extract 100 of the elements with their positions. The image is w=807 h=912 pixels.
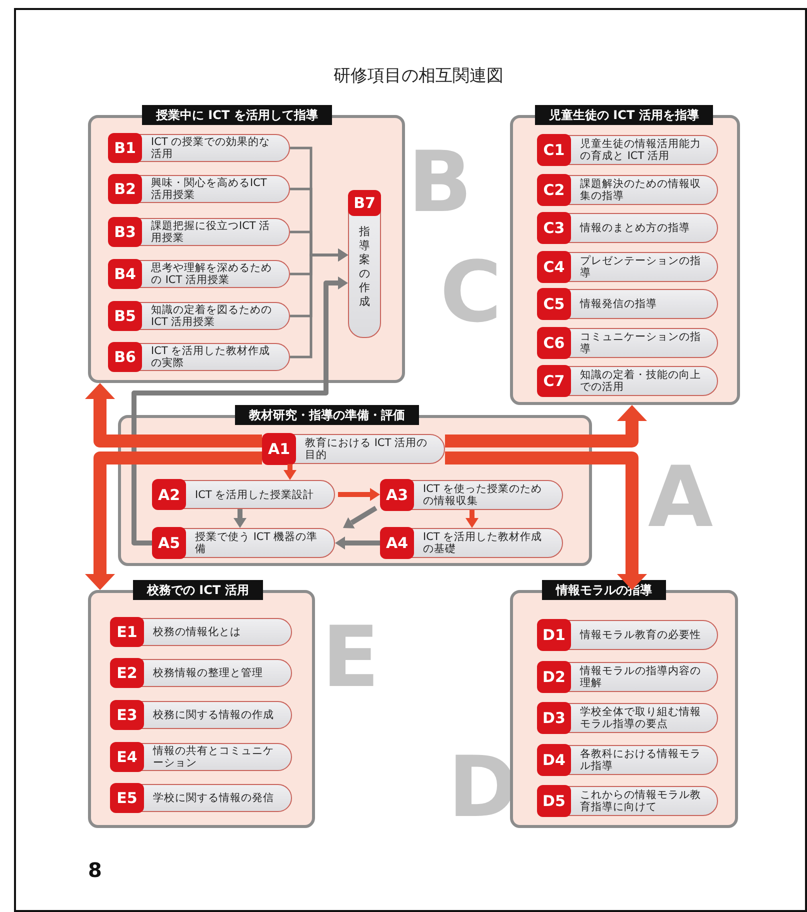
group-heading: 児童生徒の ICT 活用を指導 xyxy=(535,105,713,125)
topic-box xyxy=(537,175,718,205)
topic-box xyxy=(537,366,718,396)
topic-box xyxy=(537,703,718,733)
topic-box xyxy=(537,745,718,775)
topic-badge: B4 xyxy=(108,259,142,289)
group-heading: 教材研究・指導の準備・評価 xyxy=(235,405,419,425)
bracket-arrow xyxy=(290,248,348,358)
topic-badge: D1 xyxy=(537,619,571,651)
topic-box xyxy=(110,743,292,771)
topic-box xyxy=(537,328,718,358)
topic-box xyxy=(537,786,718,816)
topic-box xyxy=(110,701,292,729)
group-heading: 授業中に ICT を活用して指導 xyxy=(142,105,332,125)
topic-badge: D5 xyxy=(537,785,571,817)
topic-badge: D2 xyxy=(537,661,571,693)
topic-badge: B1 xyxy=(108,133,142,163)
topic-box xyxy=(108,134,290,162)
arrow xyxy=(85,383,262,448)
topic-box xyxy=(262,434,445,464)
topic-box xyxy=(537,289,718,319)
topic-box xyxy=(537,252,718,282)
topic-box xyxy=(108,218,290,246)
group-heading: 校務での ICT 活用 xyxy=(133,580,263,600)
topic-box xyxy=(108,175,290,203)
topic-badge: E4 xyxy=(110,742,144,772)
topic-badge: C2 xyxy=(537,174,571,206)
topic-badge: C3 xyxy=(537,212,571,244)
arrow xyxy=(343,506,378,528)
topic-text: 校務に関する情報の作成 xyxy=(153,709,275,721)
topic-text: ICT を活用した教材作成の基礎 xyxy=(423,531,544,555)
arrow xyxy=(85,452,262,590)
topic-text: 課題把握に役立つICT 活用授業 xyxy=(151,220,272,244)
topic-text: 学校に関する情報の発信 xyxy=(153,792,275,804)
topic-box xyxy=(380,528,563,558)
topic-box xyxy=(110,618,292,646)
topic-badge: B7 xyxy=(348,190,381,216)
topic-text: 児童生徒の情報活用能力の育成と ICT 活用 xyxy=(580,138,702,162)
topic-badge: C6 xyxy=(537,327,571,359)
topic-badge: B3 xyxy=(108,217,142,247)
topic-text: 学校全体で取り組む情報モラル指導の要点 xyxy=(580,706,702,730)
topic-badge: E5 xyxy=(110,783,144,813)
topic-badge: A5 xyxy=(152,527,186,559)
arrow xyxy=(445,452,647,590)
topic-box xyxy=(380,480,563,510)
topic-text: ICT を活用した授業設計 xyxy=(195,488,316,500)
topic-text: プレゼンテーションの指導 xyxy=(580,255,702,279)
topic-text: 知識の定着・技能の向上での活用 xyxy=(580,369,702,393)
topic-text: 教育における ICT 活用の目的 xyxy=(305,437,429,461)
topic-text: ICT を使った授業のための情報収集 xyxy=(423,483,544,507)
topic-text: ICT を活用した教材作成の実際 xyxy=(151,345,272,369)
topic-box xyxy=(110,659,292,687)
topic-text: 情報発信の指導 xyxy=(580,298,658,310)
topic-text: 校務の情報化とは xyxy=(153,626,242,638)
topic-box xyxy=(110,784,292,812)
topic-box xyxy=(108,343,290,371)
topic-badge: C1 xyxy=(537,134,571,166)
arrow xyxy=(284,464,296,480)
topic-box xyxy=(108,302,290,330)
arrow xyxy=(445,405,647,448)
topic-text: ICT の授業での効果的な活用 xyxy=(151,136,272,160)
topic-box xyxy=(348,190,381,338)
topic-text: 知識の定着を図るためのICT 活用授業 xyxy=(151,304,273,328)
topic-badge: E1 xyxy=(110,617,144,647)
topic-box xyxy=(537,213,718,243)
topic-box xyxy=(108,260,290,288)
topic-text: これからの情報モラル教育指導に向けて xyxy=(580,789,702,813)
topic-badge: A2 xyxy=(152,479,186,510)
diagram-title: 研修項目の相互関連図 xyxy=(332,65,504,87)
topic-badge: C5 xyxy=(537,288,571,320)
topic-text: 校務情報の整理と管理 xyxy=(153,667,264,679)
topic-text: コミュニケーションの指導 xyxy=(580,331,702,355)
topic-box xyxy=(537,620,718,650)
topic-text: 情報の共有とコミュニケーション xyxy=(153,745,275,769)
topic-badge: A1 xyxy=(262,433,296,465)
topic-badge: E2 xyxy=(110,658,144,688)
topic-text: 情報のまとめ方の指導 xyxy=(580,222,691,234)
topic-badge: C7 xyxy=(537,365,571,397)
background-letter: C xyxy=(440,250,502,334)
topic-badge: A3 xyxy=(380,479,414,511)
topic-badge: E3 xyxy=(110,700,144,730)
topic-badge: A4 xyxy=(380,527,414,559)
topic-badge: C4 xyxy=(537,251,571,283)
background-letter: E xyxy=(322,615,380,699)
topic-text: 各教科における情報モラル指導 xyxy=(580,748,702,772)
topic-badge: B6 xyxy=(108,342,142,372)
topic-text: 授業で使う ICT 機器の準備 xyxy=(195,531,319,555)
arrow xyxy=(338,488,380,501)
arrow xyxy=(132,276,348,546)
arrow xyxy=(466,510,478,528)
topic-text: 思考や理解を深めるための ICT 活用授業 xyxy=(151,262,273,286)
background-letter: A xyxy=(648,455,714,539)
topic-badge: B2 xyxy=(108,174,142,204)
topic-text: 指導案の作成 xyxy=(358,225,370,309)
arrow xyxy=(335,536,380,550)
topic-badge: D3 xyxy=(537,702,571,734)
topic-text: 興味・関心を高めるICT 活用授業 xyxy=(151,177,268,201)
background-letter: D xyxy=(448,745,518,829)
topic-text: 情報モラル教育の必要性 xyxy=(580,629,702,641)
topic-text: 情報モラルの指導内容の理解 xyxy=(580,665,702,689)
